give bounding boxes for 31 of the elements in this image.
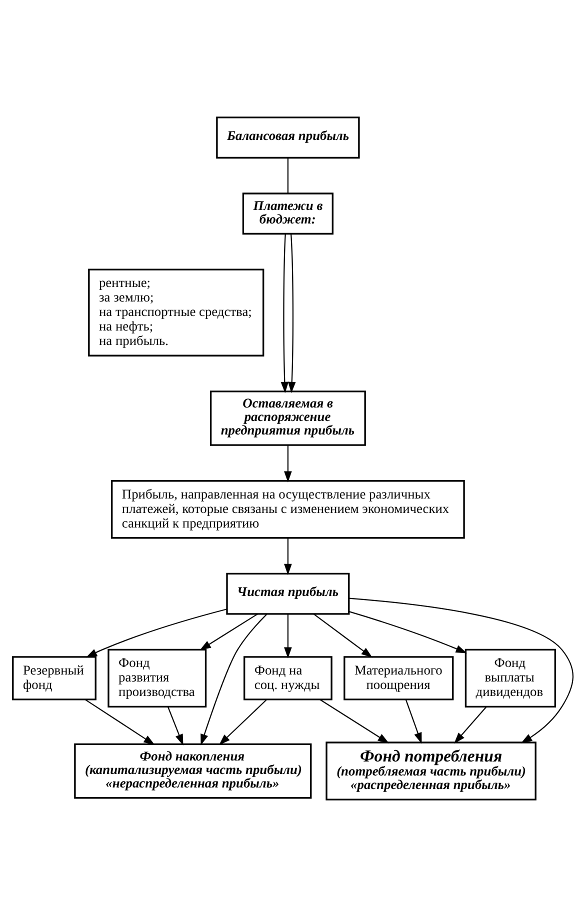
node-box: Прибыль, направленная на осуществление различных платежей, которые связаны с изменением экономических санкций к предприятию xyxy=(111,480,465,539)
node-box: Материального поощрения xyxy=(344,656,454,700)
node-box: Чистая прибыль xyxy=(226,572,350,615)
arrow xyxy=(85,699,155,746)
node-box: Фонд на соц. нужды xyxy=(244,656,332,700)
arrow xyxy=(284,538,292,576)
node-box: Фонд выплаты дивидендов xyxy=(464,648,556,708)
node-box: рентные; за землю; на транспортные средства; на нефть; на прибыль. xyxy=(88,268,264,356)
arrow xyxy=(200,614,268,746)
arrow xyxy=(284,614,292,658)
arrow xyxy=(349,598,574,744)
arrow xyxy=(313,614,373,658)
connector xyxy=(287,158,288,193)
arrow xyxy=(405,700,422,744)
arrow xyxy=(200,614,258,650)
node-box: Балансовая прибыль xyxy=(216,116,360,159)
node-box: Оставляемая в распоряжение предприятия прибыль xyxy=(210,390,366,446)
node-box: Фонд потребления (потребляемая часть прибыли) «распределенная прибыль» xyxy=(326,742,536,800)
arrow xyxy=(288,234,296,394)
arrow xyxy=(86,608,228,658)
arrow xyxy=(280,234,289,394)
node-box: Резервный фонд xyxy=(12,656,96,700)
arrow xyxy=(168,706,184,746)
arrow xyxy=(454,706,487,744)
node-box: Платежи в бюджет: xyxy=(242,192,334,235)
node-box: Фонд развития производства xyxy=(108,648,207,708)
arrow xyxy=(218,699,267,746)
node-box: Фонд накопления (капитализируемая часть прибыли) «нераспределенная прибыль» xyxy=(74,743,312,799)
arrow xyxy=(348,611,468,654)
arrow xyxy=(320,699,390,744)
arrow xyxy=(284,446,292,482)
